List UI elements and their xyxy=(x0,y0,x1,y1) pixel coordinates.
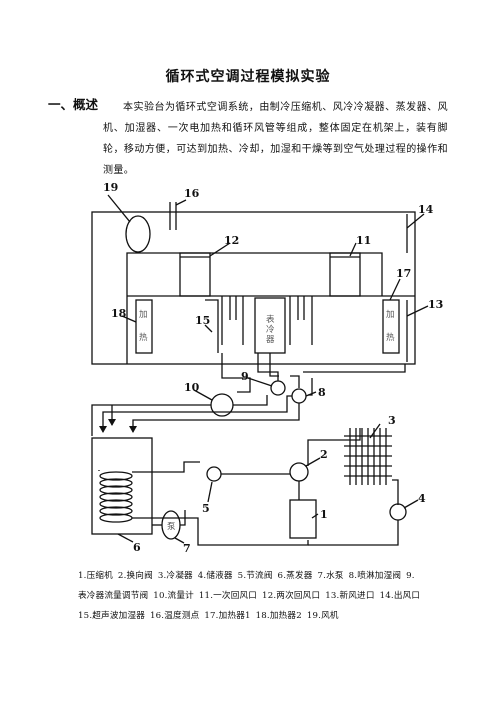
evaporator-coil xyxy=(99,471,133,523)
valve-8 xyxy=(291,388,307,404)
condenser-3 xyxy=(344,428,392,485)
compressor-1 xyxy=(289,499,317,539)
evaporator-tank xyxy=(91,437,153,535)
label-12: 12 xyxy=(224,234,239,247)
cooler-char-1: 表 xyxy=(266,314,275,325)
cooler-char-2: 冷 xyxy=(266,324,275,335)
label-11: 11 xyxy=(356,234,371,247)
label-10: 10 xyxy=(184,381,200,394)
fan xyxy=(125,215,151,253)
label-6: 6 xyxy=(133,541,141,554)
cooler-char-3: 器 xyxy=(266,335,275,345)
label-2: 2 xyxy=(320,448,328,461)
label-16: 16 xyxy=(184,187,200,200)
label-1: 1 xyxy=(320,508,328,521)
heater-18 xyxy=(135,299,153,354)
label-7: 7 xyxy=(183,542,191,555)
label-8: 8 xyxy=(318,386,326,399)
page-title: 循环式空调过程模拟实验 xyxy=(165,69,331,85)
return-vent-12 xyxy=(179,252,211,297)
flowmeter-10 xyxy=(210,393,234,417)
label-18: 18 xyxy=(111,307,127,320)
duct-outer xyxy=(91,211,416,365)
label-13: 13 xyxy=(428,298,443,311)
figure-caption: 1.压缩机 2.换向阀 3.冷凝器 4.储液器 5.节流阀 6.蒸发器 7.水泵… xyxy=(78,571,421,621)
heater-18-char-1: 加 xyxy=(139,309,148,320)
heater-18-char-2: 热 xyxy=(139,332,148,343)
reversing-valve-2 xyxy=(289,462,309,482)
heater-17-char-2: 热 xyxy=(386,332,395,343)
throttle-valve-5 xyxy=(206,466,222,482)
label-15: 15 xyxy=(195,314,210,327)
label-4: 4 xyxy=(418,492,426,505)
heater-17 xyxy=(382,299,400,354)
valve-9 xyxy=(270,380,286,396)
label-9: 9 xyxy=(241,370,249,383)
receiver-4 xyxy=(389,503,407,521)
duct-inner xyxy=(126,252,383,364)
pump-char: 泵 xyxy=(167,522,176,532)
section-heading: 一、概述 xyxy=(48,97,99,112)
label-14: 14 xyxy=(418,203,434,216)
heater-17-char-1: 加 xyxy=(386,309,395,320)
label-19: 19 xyxy=(103,181,118,194)
label-5: 5 xyxy=(202,502,210,515)
label-17: 17 xyxy=(396,267,411,280)
return-vent-11 xyxy=(329,252,361,297)
intro-paragraph: 本实验台为循环式空调系统，由制冷压缩机、风冷冷凝器、蒸发器、风机、加湿器、一次电… xyxy=(103,102,448,176)
label-3: 3 xyxy=(388,414,396,427)
